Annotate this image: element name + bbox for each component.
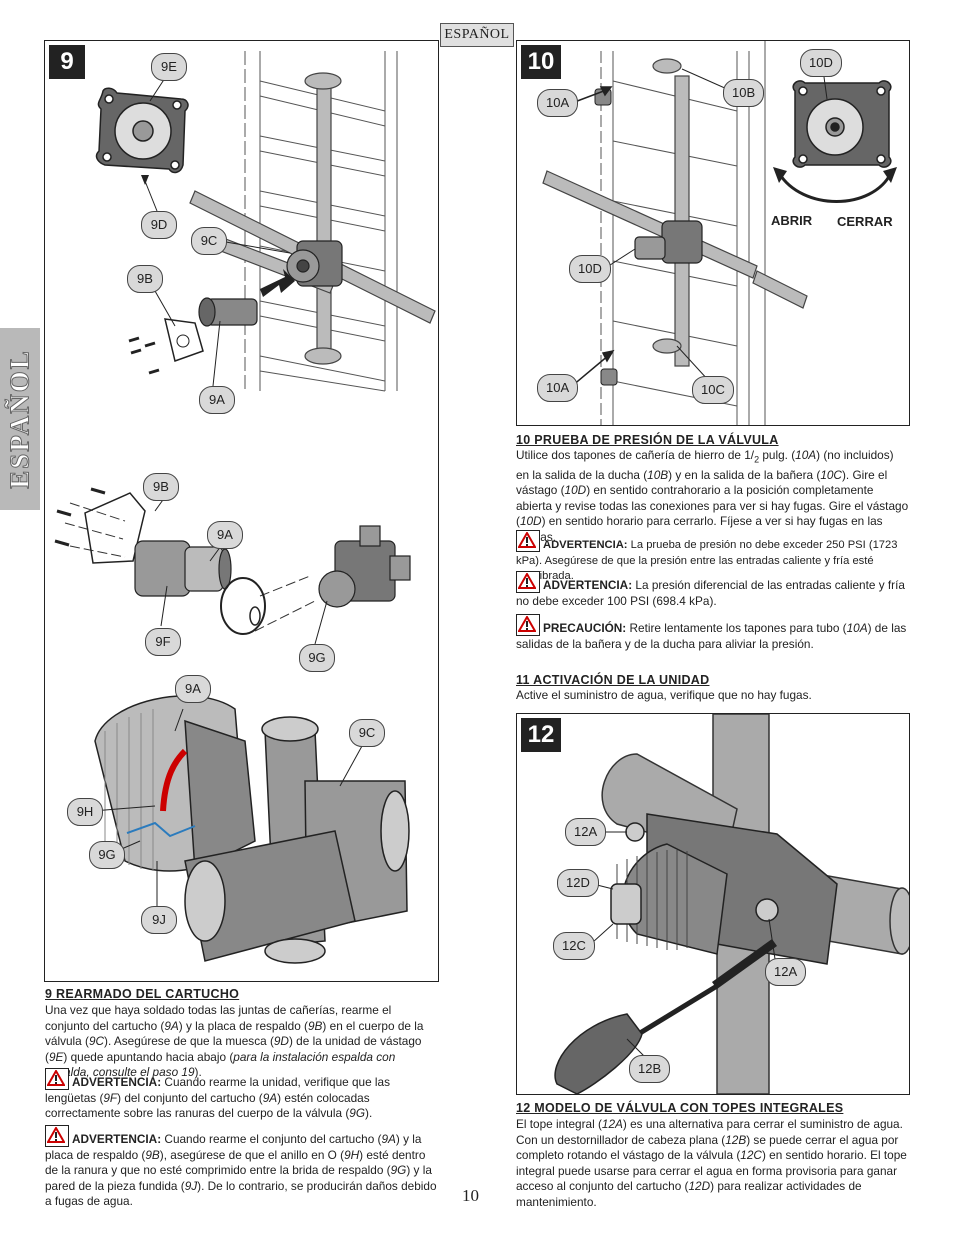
step-10-warning-2: ADVERTENCIA: La presión diferencial de l… xyxy=(516,571,909,609)
step-9-warning-1: ADVERTENCIA: Cuando rearme la unidad, ve… xyxy=(45,1068,438,1122)
step-12-illustration xyxy=(554,714,909,1094)
callout-9b-mid: 9B xyxy=(143,473,179,501)
step-11-text: Active el suministro de agua, verifique … xyxy=(516,688,812,702)
step-9-badge: 9 xyxy=(49,45,85,79)
step-12-paragraph: El tope integral (12A) es una alternativ… xyxy=(516,1117,907,1209)
callout-9c-bot: 9C xyxy=(349,719,385,747)
dial-close-label: CERRAR xyxy=(837,214,893,229)
step-9-warning-2: ADVERTENCIA: Cuando rearme el conjunto d… xyxy=(45,1125,438,1210)
callout-9a-bot: 9A xyxy=(175,675,211,703)
callout-10c: 10C xyxy=(692,376,734,404)
language-tag: ESPAÑOL xyxy=(440,23,514,47)
step-10-title: 10 PRUEBA DE PRESIÓN DE LA VÁLVULA xyxy=(516,433,779,447)
callout-9g-bot: 9G xyxy=(89,841,125,869)
callout-9c-top: 9C xyxy=(191,227,227,255)
callout-9b-top: 9B xyxy=(127,265,163,293)
step-10-caution: PRECAUCIÓN: Retire lentamente los tapone… xyxy=(516,614,909,652)
step-12-figure: 12 12A 12D xyxy=(516,713,910,1095)
callout-10b: 10B xyxy=(723,79,765,107)
callout-10a-bot: 10A xyxy=(537,374,579,402)
warning-icon xyxy=(516,571,540,593)
callout-10a-top: 10A xyxy=(537,89,579,117)
callout-10d-dial: 10D xyxy=(800,49,842,77)
callout-9f: 9F xyxy=(145,628,181,656)
step-9-title: 9 REARMADO DEL CARTUCHO xyxy=(45,987,240,1001)
side-language-tab: ESPAÑOL xyxy=(0,328,40,510)
warning-icon xyxy=(516,530,540,552)
dial-open-label: ABRIR xyxy=(771,213,813,228)
warning-icon xyxy=(45,1068,69,1090)
step-10-illustration xyxy=(542,41,897,425)
callout-9d: 9D xyxy=(141,211,177,239)
callout-12a-top: 12A xyxy=(565,818,607,846)
callout-9e: 9E xyxy=(151,53,187,81)
step-9-figure: 9 xyxy=(44,40,439,982)
side-tab-label: ESPAÑOL xyxy=(4,349,35,490)
step-9-paragraph: Una vez que haya soldado todas las junta… xyxy=(45,1003,424,1079)
warning-icon xyxy=(45,1125,69,1147)
callout-9h: 9H xyxy=(67,798,103,826)
callout-12c: 12C xyxy=(553,932,595,960)
step-9-illustration xyxy=(54,51,436,964)
callout-12a-bot: 12A xyxy=(765,958,807,986)
callout-12b: 12B xyxy=(629,1055,671,1083)
callout-9j: 9J xyxy=(141,906,177,934)
caution-icon xyxy=(516,614,540,636)
callout-9a-top: 9A xyxy=(199,386,235,414)
step-12-title: 12 MODELO DE VÁLVULA CON TOPES INTEGRALE… xyxy=(516,1101,844,1115)
page-number: 10 xyxy=(462,1186,479,1205)
step-12-badge: 12 xyxy=(521,718,561,752)
step-10-figure: 10 xyxy=(516,40,910,426)
step-10-badge: 10 xyxy=(521,45,561,79)
step-10-paragraph: Utilice dos tapones de cañería de hierro… xyxy=(516,448,909,544)
callout-12d: 12D xyxy=(557,869,599,897)
callout-9a-mid: 9A xyxy=(207,521,243,549)
step-11-title: 11 ACTIVACIÓN DE LA UNIDAD xyxy=(516,673,710,687)
callout-10d: 10D xyxy=(569,255,611,283)
callout-9g-mid: 9G xyxy=(299,644,335,672)
step-10-warning-1: ADVERTENCIA: La prueba de presión no deb… xyxy=(516,530,909,585)
